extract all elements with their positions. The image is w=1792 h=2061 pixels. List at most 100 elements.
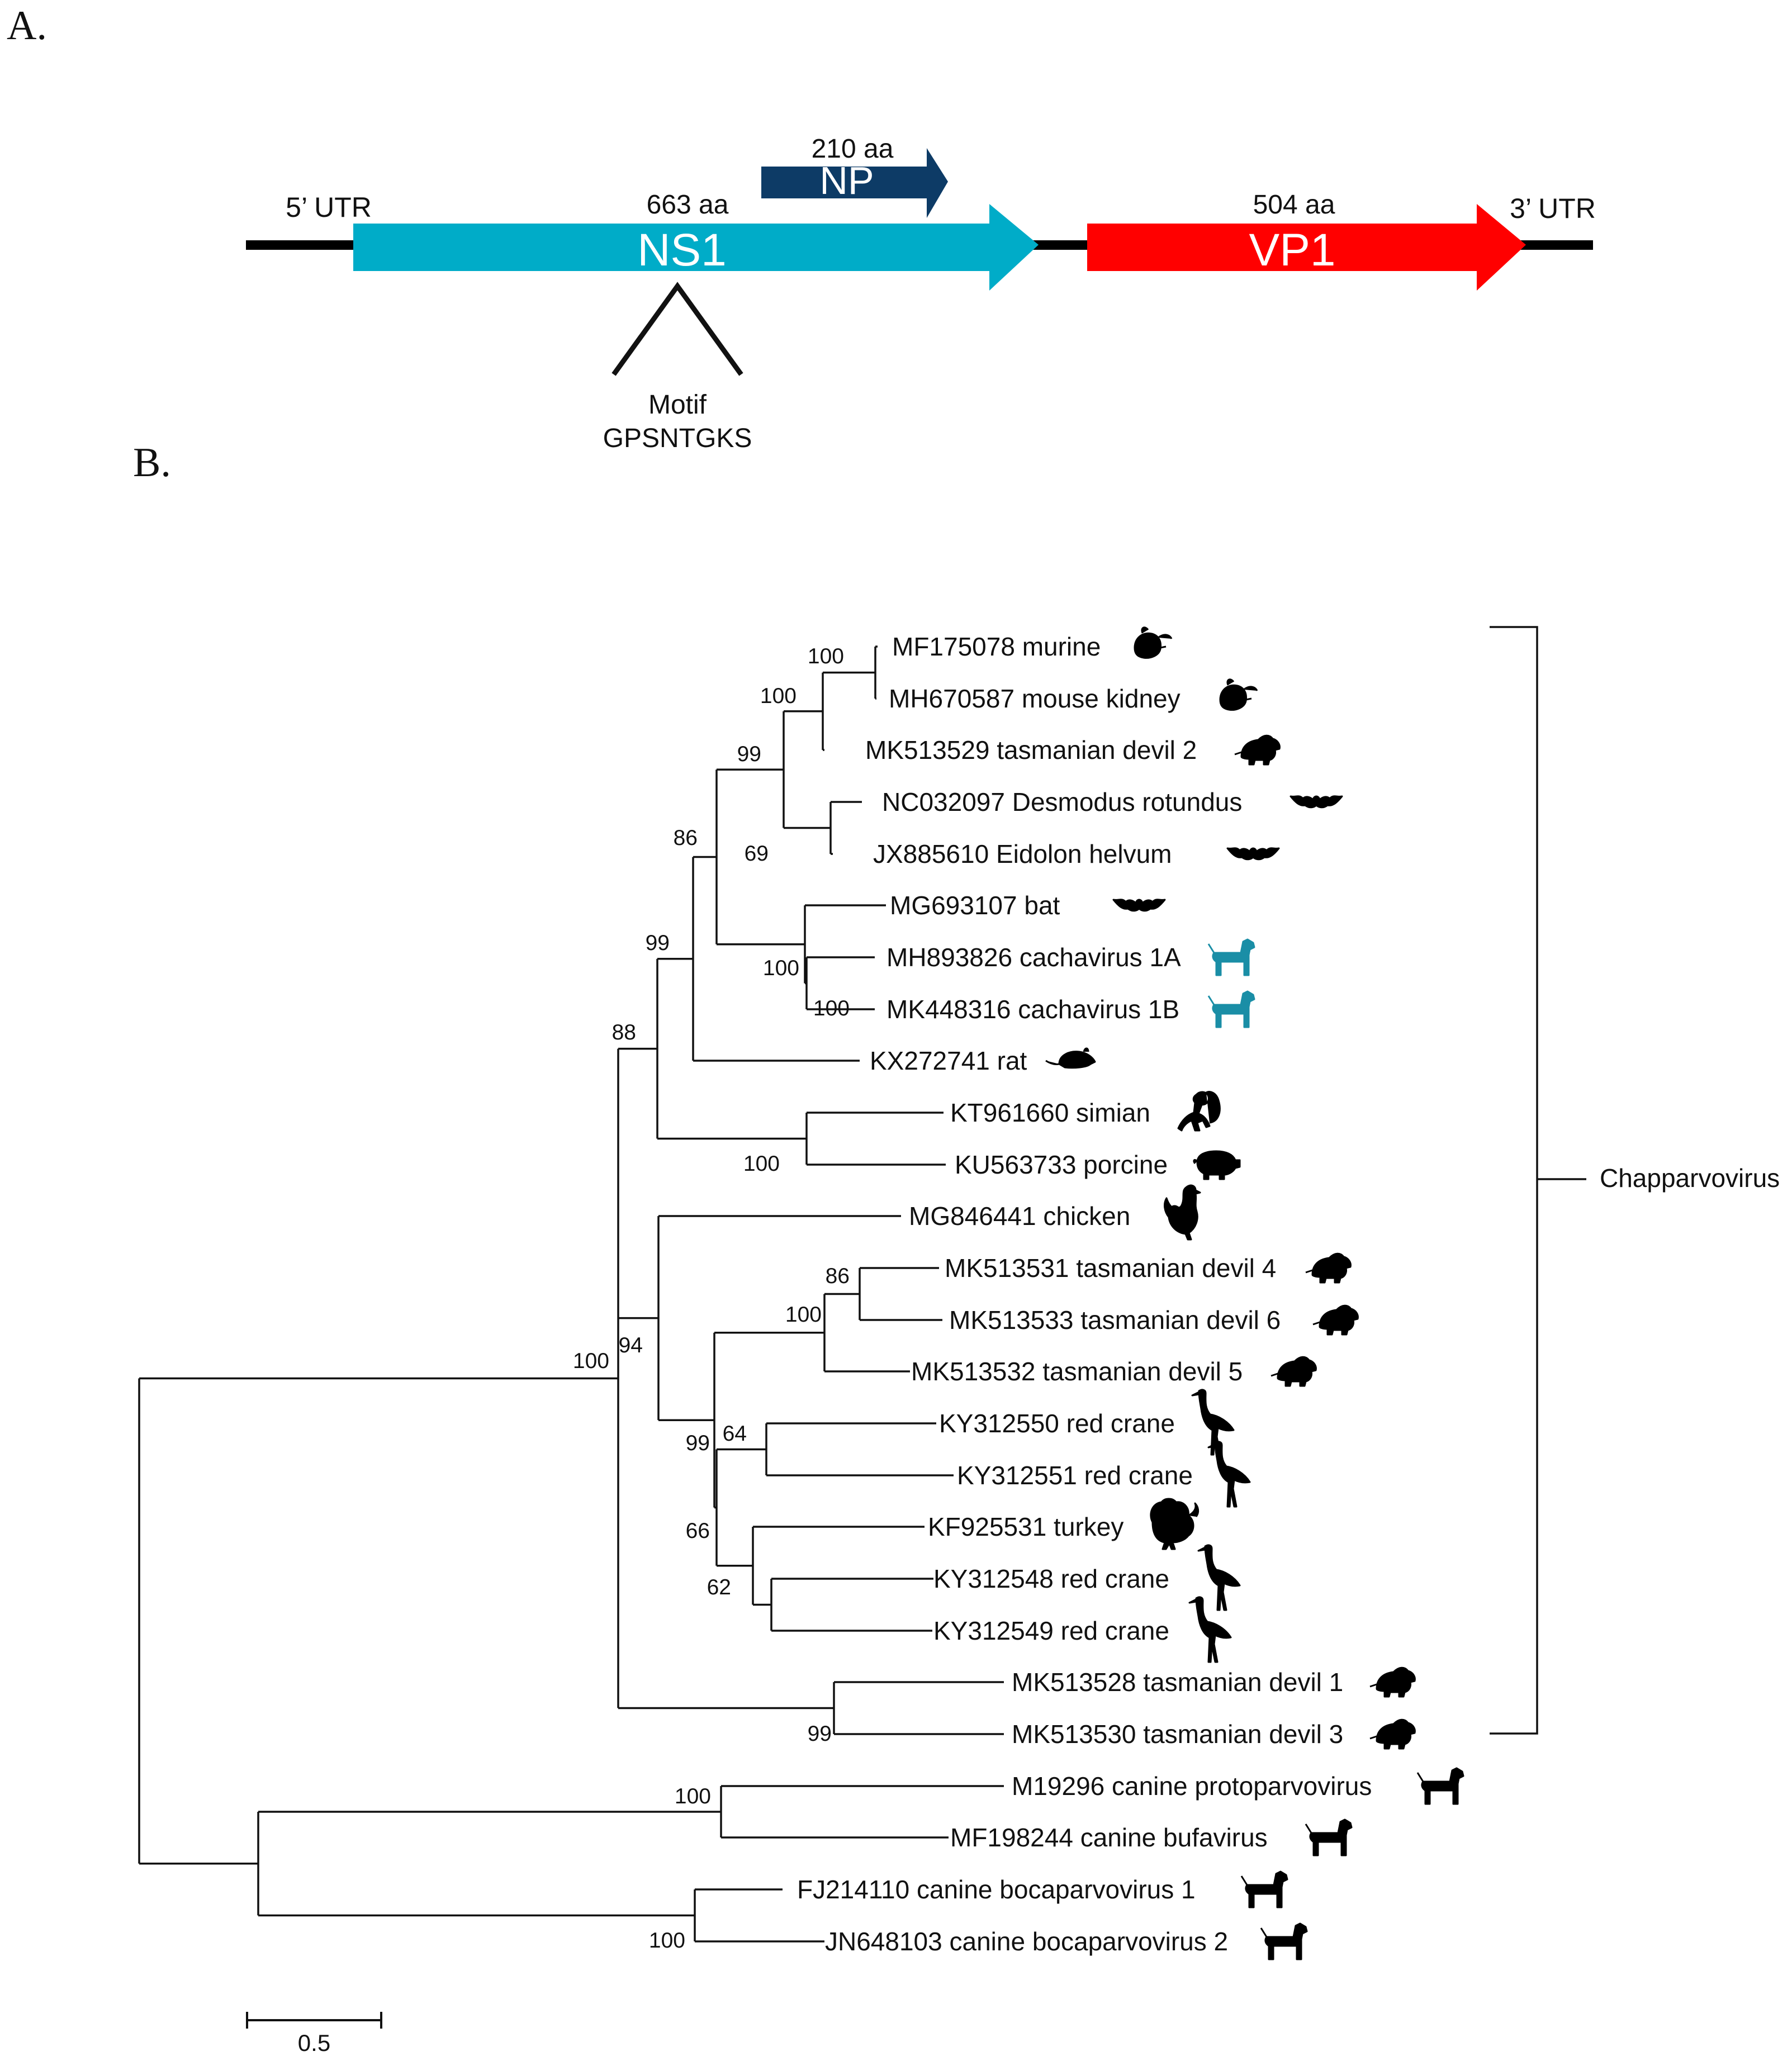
scale-bar: 0.5: [246, 2012, 382, 2056]
bootstrap-value: 99: [646, 931, 670, 955]
bat-icon: [1290, 795, 1343, 809]
bootstrap-value: 100: [785, 1303, 822, 1327]
bootstrap-value: 62: [707, 1575, 731, 1599]
bootstrap-value: 100: [675, 1784, 711, 1808]
panel-label-b: B.: [133, 440, 171, 486]
np-gene-length: 210 aa: [812, 134, 894, 164]
vp1-gene-arrow: [1087, 204, 1526, 291]
crane-icon: [1191, 1389, 1235, 1456]
bootstrap-value: 66: [686, 1519, 710, 1543]
dog-icon: [1416, 1767, 1464, 1805]
devil-icon: [1312, 1304, 1359, 1336]
scale-bar-label: 0.5: [298, 2030, 330, 2056]
leaf-label: KY312548 red crane: [933, 1564, 1169, 1593]
leaf-label: MH893826 cachavirus 1A: [886, 943, 1181, 972]
leaf-label: MK513530 tasmanian devil 3: [1012, 1720, 1343, 1749]
bootstrap-value: 64: [723, 1422, 747, 1446]
leaf-label: MH670587 mouse kidney: [889, 684, 1181, 713]
bootstrap-value: 100: [760, 684, 797, 708]
bootstrap-value: 100: [649, 1929, 685, 1953]
motif-sequence: GPSNTGKS: [603, 424, 752, 453]
bat-icon: [1112, 899, 1166, 912]
devil-icon: [1305, 1252, 1352, 1284]
leaf-label: KY312551 red crane: [957, 1461, 1193, 1490]
leaf-label: MG693107 bat: [890, 891, 1060, 920]
devil-icon: [1369, 1718, 1416, 1750]
leaf-label: KY312550 red crane: [939, 1409, 1175, 1438]
bootstrap-value: 86: [674, 826, 698, 850]
tree-branches: [138, 645, 1004, 1943]
bootstrap-value: 100: [813, 996, 850, 1020]
leaf-label: JN648103 canine bocaparvovirus 2: [825, 1927, 1228, 1956]
motif-title: Motif: [648, 390, 707, 420]
leaf-label: KX272741 rat: [870, 1046, 1027, 1075]
mouse-icon: [1219, 678, 1258, 711]
monkey-icon: [1177, 1091, 1221, 1132]
clade-label: Chapparvovirus: [1600, 1164, 1780, 1193]
np-gene-name: NP: [819, 159, 874, 202]
devil-icon: [1234, 734, 1281, 766]
bootstrap-value: 99: [737, 742, 761, 766]
clade-bracket-line: [1490, 626, 1538, 1735]
utr5-label: 5’ UTR: [286, 192, 372, 223]
leaf-label: KT961660 simian: [950, 1098, 1150, 1127]
leaf-label: FJ214110 canine bocaparvovirus 1: [797, 1875, 1196, 1904]
leaf-label: MK513531 tasmanian devil 4: [945, 1253, 1276, 1283]
bootstrap-value: 88: [612, 1020, 636, 1044]
dog-icon: [1207, 938, 1255, 976]
leaf-label: MK513529 tasmanian devil 2: [865, 735, 1197, 764]
bootstrap-value: 86: [826, 1264, 850, 1288]
utr3-label: 3’ UTR: [1510, 193, 1596, 224]
vp1-gene-length: 504 aa: [1253, 190, 1335, 220]
ns1-gene-arrow: [353, 204, 1039, 291]
leaf-label: MG846441 chicken: [909, 1202, 1130, 1231]
bootstrap-value: 100: [763, 956, 799, 980]
dog-icon: [1240, 1870, 1288, 1908]
bootstrap-value: 100: [743, 1152, 780, 1176]
leaf-label: MF175078 murine: [892, 632, 1101, 661]
crane-icon: [1207, 1441, 1251, 1508]
pig-icon: [1193, 1150, 1241, 1180]
dog-icon: [1260, 1922, 1308, 1960]
bootstrap-value: 100: [573, 1349, 609, 1373]
vp1-gene-name: VP1: [1249, 225, 1336, 276]
motif-marker: [611, 282, 743, 376]
leaf-label: KY312549 red crane: [933, 1616, 1169, 1645]
leaf-label: M19296 canine protoparvovirus: [1012, 1772, 1372, 1801]
ns1-gene-name: NS1: [637, 225, 727, 276]
chicken-icon: [1164, 1184, 1201, 1241]
tree-bootstrap-values: 1001009969861001009910088861006462669994…: [573, 644, 850, 1953]
leaf-label: KU563733 porcine: [955, 1150, 1168, 1179]
leaf-label: KF925531 turkey: [928, 1512, 1123, 1541]
panel-label-a: A.: [7, 3, 47, 49]
leaf-label: MK513532 tasmanian devil 5: [911, 1357, 1243, 1386]
bootstrap-value: 69: [745, 842, 769, 866]
bootstrap-value: 99: [808, 1722, 832, 1746]
leaf-label: JX885610 Eidolon helvum: [873, 839, 1172, 868]
leaf-label: NC032097 Desmodus rotundus: [882, 787, 1242, 816]
devil-icon: [1369, 1666, 1416, 1698]
bootstrap-value: 99: [686, 1431, 710, 1455]
turkey-icon: [1150, 1498, 1200, 1550]
crane-icon: [1188, 1596, 1232, 1663]
genome-map: 5’ UTR 3’ UTR NS1 663 aa NP 210 aa VP1 5…: [246, 134, 1596, 453]
leaf-label: MK513533 tasmanian devil 6: [949, 1305, 1281, 1335]
chapparvovirus-clade-bracket: Chapparvovirus: [1490, 626, 1780, 1735]
ns1-gene-length: 663 aa: [647, 190, 729, 220]
leaf-label: MF198244 canine bufavirus: [950, 1823, 1268, 1852]
dog-icon: [1207, 990, 1255, 1028]
mouse-icon: [1134, 626, 1173, 659]
bootstrap-value: 100: [808, 644, 844, 668]
bootstrap-value: 94: [619, 1333, 643, 1357]
devil-icon: [1270, 1356, 1317, 1387]
rat-icon: [1045, 1047, 1096, 1069]
crane-icon: [1197, 1544, 1241, 1611]
tree-host-icons: [1045, 626, 1464, 1960]
leaf-label: MK513528 tasmanian devil 1: [1012, 1668, 1343, 1697]
leaf-label: MK448316 cachavirus 1B: [886, 995, 1179, 1024]
np-gene-arrow: [761, 148, 948, 218]
bat-icon: [1226, 847, 1280, 861]
